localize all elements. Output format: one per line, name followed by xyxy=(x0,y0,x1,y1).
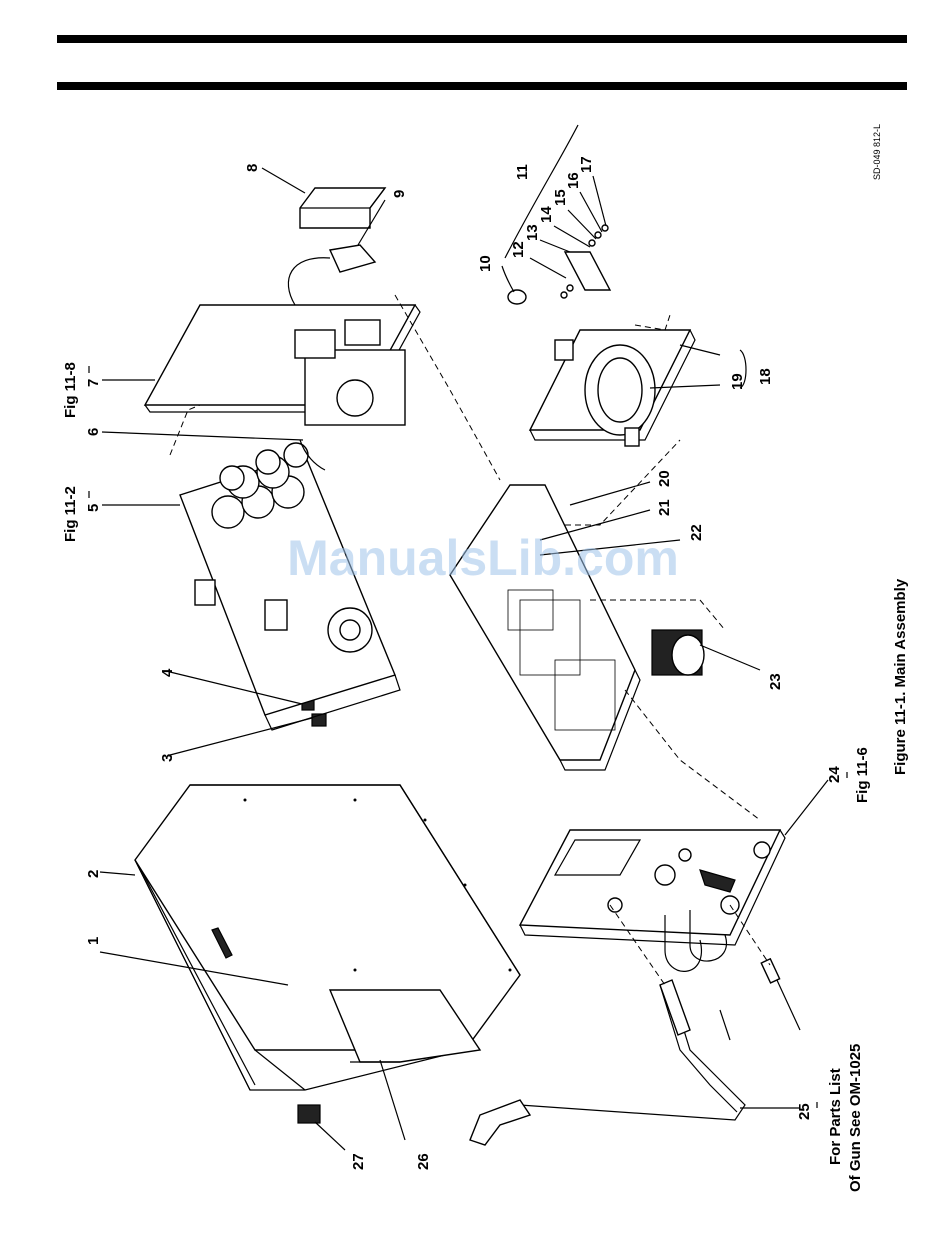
fig-ref-7: Fig 11-8 xyxy=(62,362,79,418)
callout-13: 13 xyxy=(524,224,541,241)
document-code: SD-049 812-L xyxy=(872,124,882,180)
callout-23: 23 xyxy=(767,673,784,690)
callout-5: 5 xyxy=(85,504,102,512)
gun-note-line2: Of Gun See OM-1025 xyxy=(847,1044,864,1192)
callout-27: 27 xyxy=(350,1153,367,1170)
callout-20: 20 xyxy=(656,470,673,487)
callout-24: 24 xyxy=(826,766,843,783)
callout-3: 3 xyxy=(159,754,176,762)
center-baffle-part xyxy=(450,485,640,770)
callout-1: 1 xyxy=(85,937,102,945)
callout-17: 17 xyxy=(578,156,595,173)
callout-9: 9 xyxy=(391,190,408,198)
welding-gun-part xyxy=(470,980,745,1145)
callout-7: 7 xyxy=(85,379,102,387)
callout-2: 2 xyxy=(85,870,102,878)
figure-caption: Figure 11-1. Main Assembly xyxy=(892,578,909,775)
watermark-text: ManualsLib.com xyxy=(287,530,679,586)
callout-19: 19 xyxy=(729,373,746,390)
fig-ref-5: Fig 11-2 xyxy=(62,486,79,542)
reactor-part xyxy=(652,630,704,675)
callout-15: 15 xyxy=(552,189,569,206)
grommet-part xyxy=(508,290,526,304)
fig-ref-24: Fig 11-6 xyxy=(854,747,871,803)
callout-25: 25 xyxy=(796,1103,813,1120)
callout-14: 14 xyxy=(538,206,555,223)
callout-21: 21 xyxy=(656,499,673,516)
callout-12: 12 xyxy=(510,241,527,258)
gun-note-line1: For Parts List xyxy=(827,1068,844,1165)
latch-27-part xyxy=(298,1105,320,1123)
callout-22: 22 xyxy=(688,524,705,541)
callout-10: 10 xyxy=(477,255,494,272)
transformer-part xyxy=(530,330,695,446)
terminal-strip-part xyxy=(561,225,610,298)
callout-4: 4 xyxy=(159,668,176,677)
callout-18: 18 xyxy=(757,368,774,385)
callout-6: 6 xyxy=(85,428,102,436)
callout-16: 16 xyxy=(565,172,582,189)
plug-part xyxy=(288,245,375,305)
rectifier-panel-part xyxy=(145,305,420,425)
callout-11: 11 xyxy=(514,164,531,180)
callout-26: 26 xyxy=(415,1153,432,1170)
capacitor-baseplate-part xyxy=(180,443,400,730)
front-panel-part xyxy=(520,830,785,945)
callout-8: 8 xyxy=(244,164,261,172)
